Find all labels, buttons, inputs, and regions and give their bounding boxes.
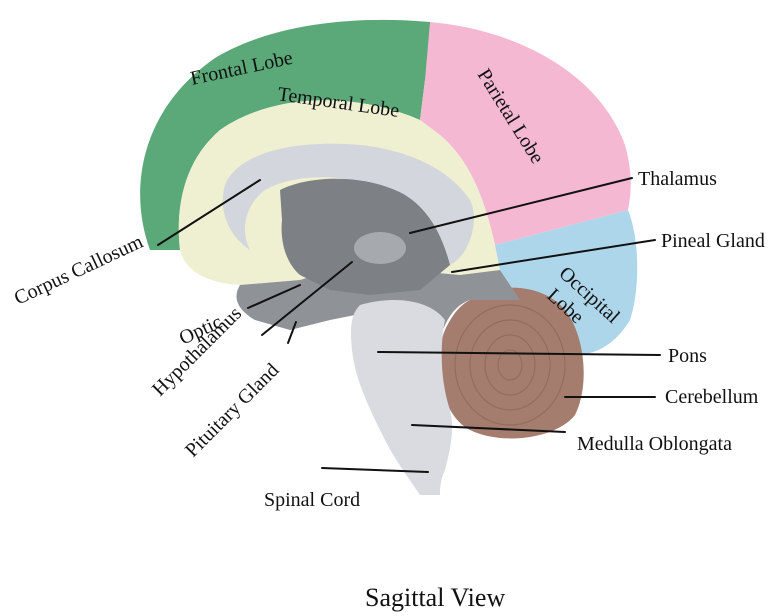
label-hypothalamus: Hypothalamus [148,302,246,400]
brainstem-region [351,300,452,495]
thalamus-shape [354,232,406,264]
label-thalamus: Thalamus [638,168,717,190]
diagram-caption: Sagittal View [365,583,505,612]
label-pineal-gland: Pineal Gland [661,230,765,252]
label-cerebellum: Cerebellum [665,386,759,408]
label-corpus-callosum: Corpus Callosum [11,230,147,309]
label-spinal-cord: Spinal Cord [264,489,360,511]
label-pons: Pons [668,345,707,367]
label-medulla-oblongata: Medulla Oblongata [577,433,732,455]
label-pituitary-gland: Pituitary Gland [181,359,283,461]
